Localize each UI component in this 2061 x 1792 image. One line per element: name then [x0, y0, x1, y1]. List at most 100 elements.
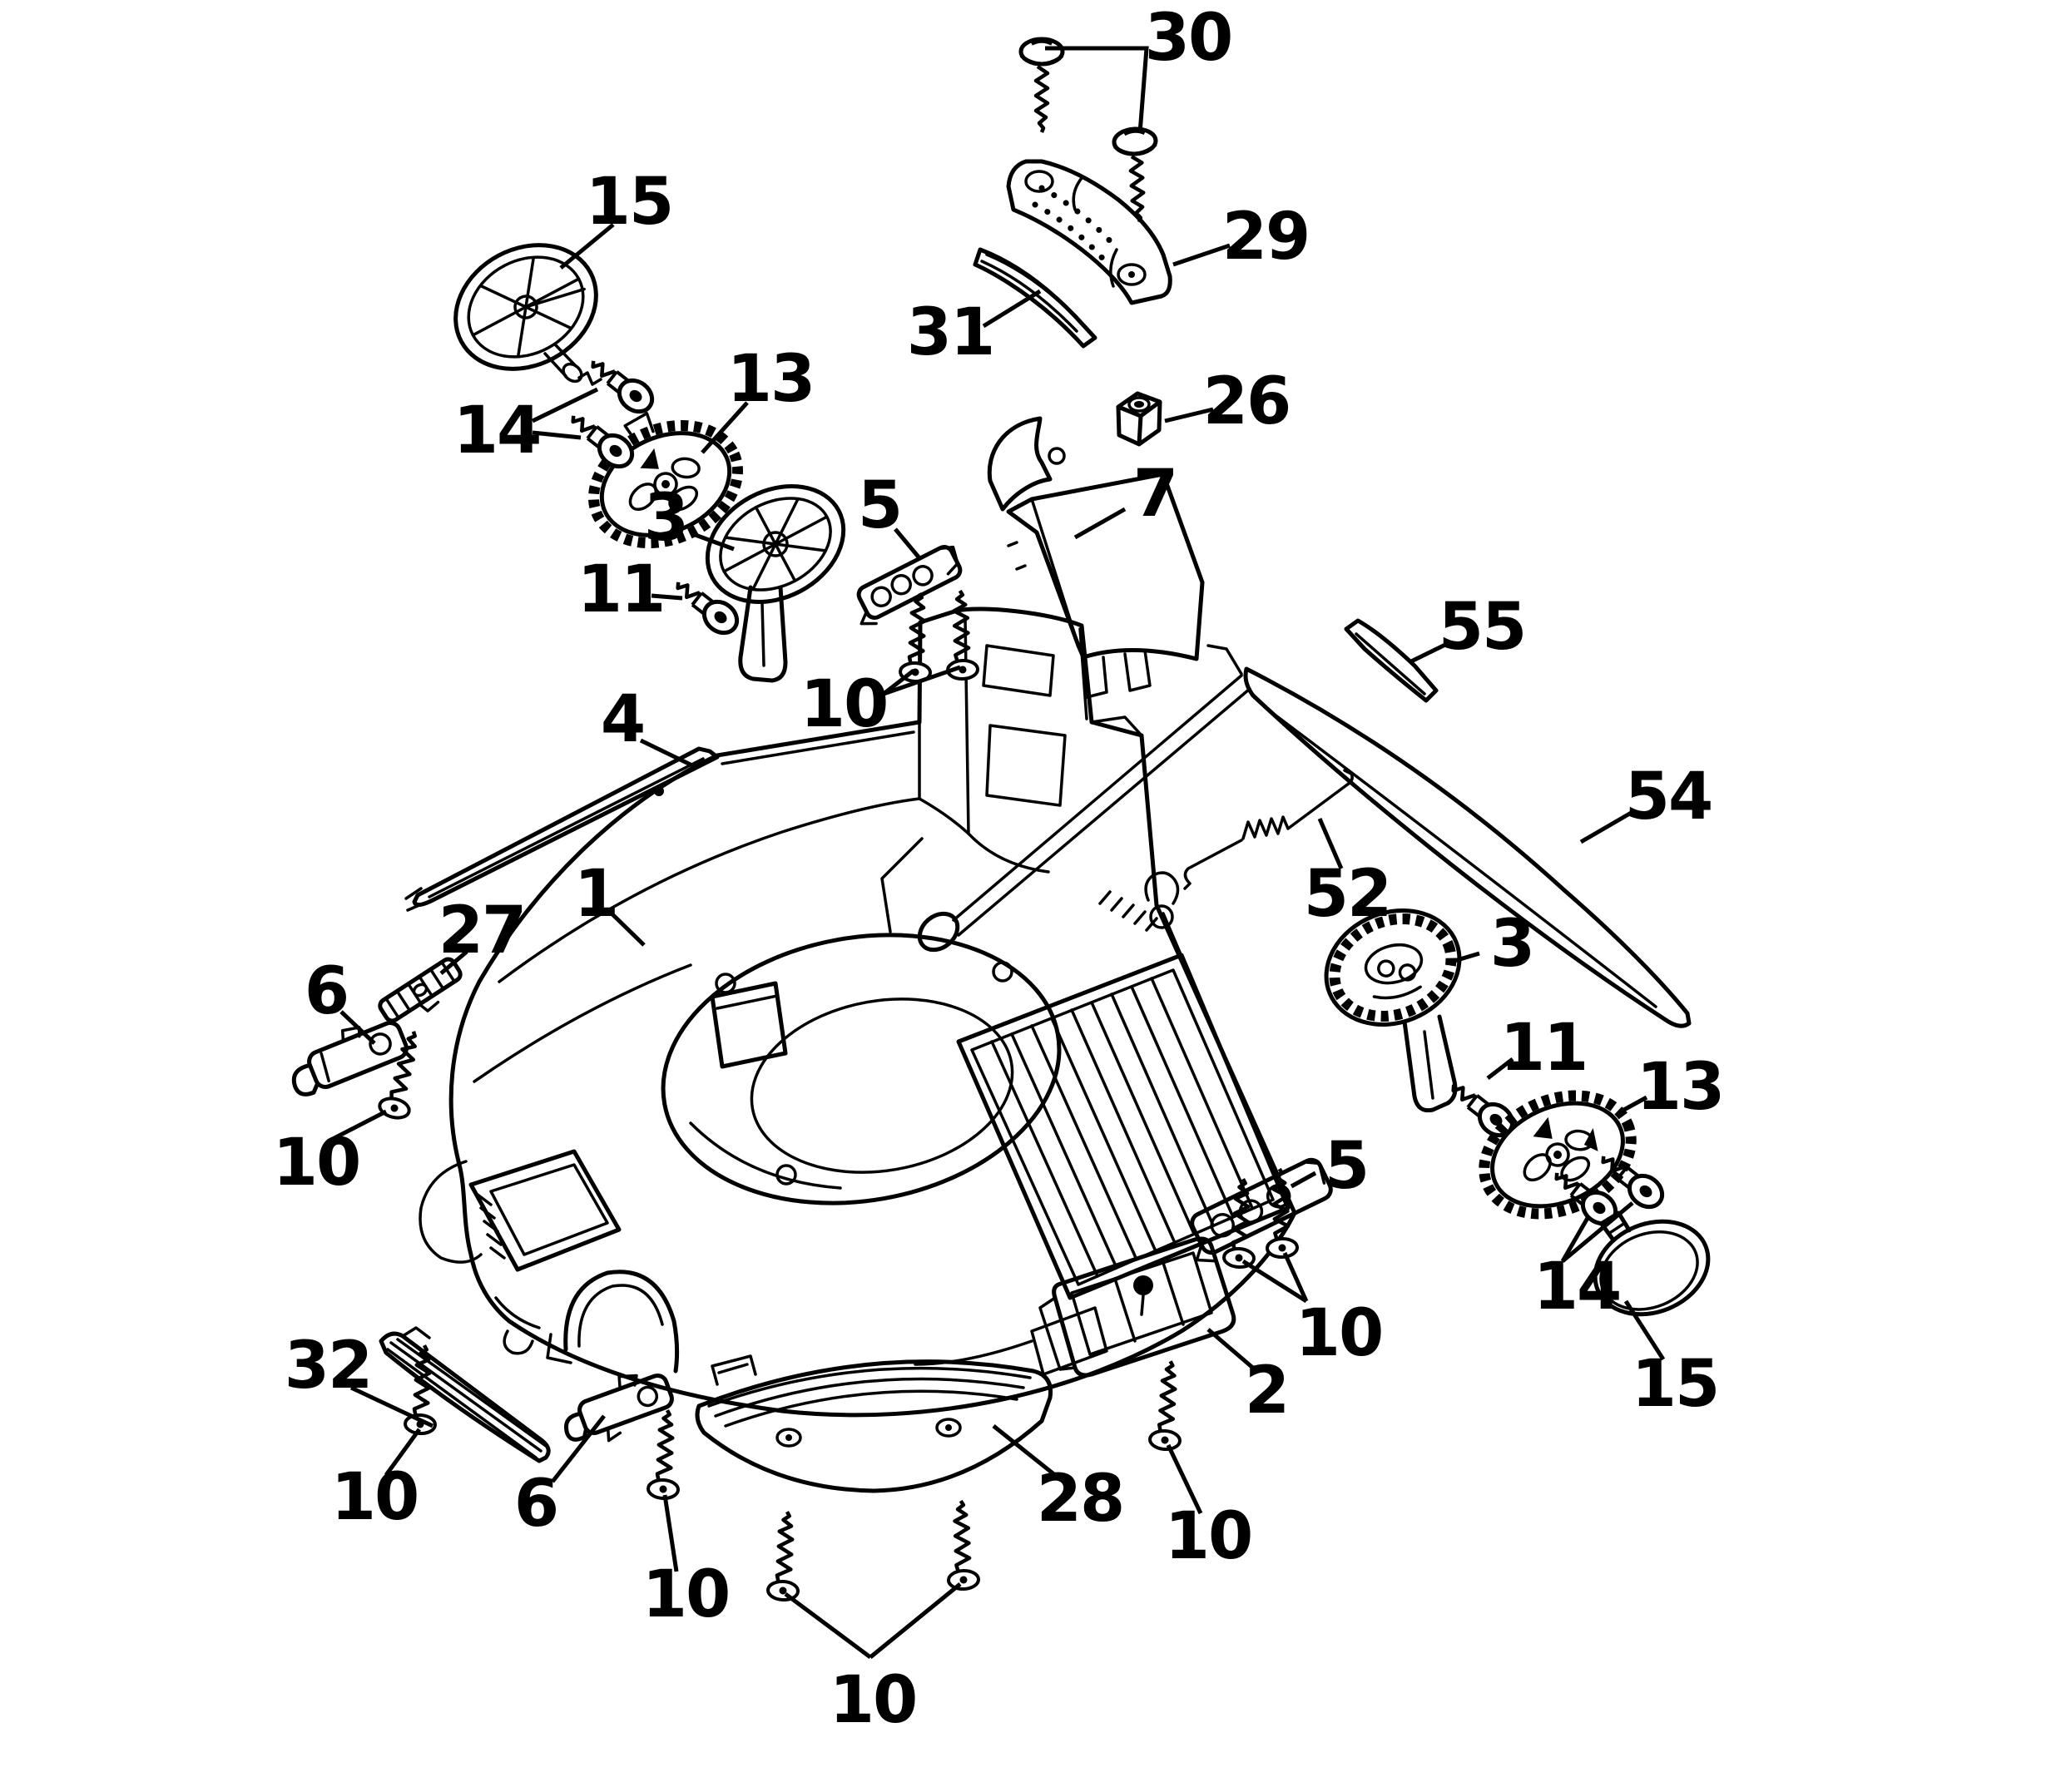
leader-line-6-19-0: [339, 1010, 376, 1045]
leader-line-10-29-0: [384, 1428, 422, 1477]
callout-label-31-3: 31: [907, 295, 994, 370]
callout-label-7-9: 7: [1133, 457, 1177, 532]
leader-line-6-30-0: [551, 1414, 606, 1483]
leader-line-14-5-0: [531, 387, 599, 423]
leader-line-7-9-0: [1073, 507, 1127, 540]
leader-line-26-6-0: [1164, 407, 1214, 423]
callout-label-3-17: 3: [1490, 907, 1533, 982]
leader-line-4-12-0: [639, 738, 697, 770]
leader-line-15-28-0: [1623, 1299, 1666, 1361]
leader-line-11-10-0: [651, 593, 683, 601]
callout-label-15-1: 15: [586, 165, 673, 240]
callout-label-10-25: 10: [1296, 1296, 1383, 1371]
callout-label-5-22: 5: [1325, 1129, 1368, 1204]
callout-label-14-24: 14: [1533, 1250, 1621, 1324]
callout-label-52-15: 52: [1304, 857, 1391, 932]
callout-label-27-18: 27: [438, 894, 526, 968]
leader-line-10-13-1: [883, 665, 961, 696]
leader-line-15-1-0: [559, 223, 615, 270]
leader-line-29-2-0: [1172, 243, 1231, 267]
screw-30-b: [1113, 128, 1160, 223]
callout-label-10-13: 10: [800, 667, 888, 742]
part-32-strip: [379, 1326, 551, 1463]
leader-line-10-33-0: [784, 1592, 872, 1660]
callout-label-29-2: 29: [1222, 200, 1310, 275]
screw-10-e: [647, 1409, 681, 1499]
screw-30-a: [1021, 39, 1063, 132]
leader-line-14-24-1: [1561, 1201, 1634, 1263]
callout-label-6-19: 6: [305, 954, 348, 1029]
callout-label-4-12: 4: [601, 682, 644, 757]
part-28-guard: [695, 1354, 1053, 1493]
callout-label-15-28: 15: [1632, 1347, 1719, 1422]
callout-label-13-21: 13: [1637, 1050, 1724, 1125]
leader-line-31-3-0: [982, 289, 1042, 329]
leader-line-10-34-0: [1166, 1443, 1203, 1515]
callout-label-55-11: 55: [1439, 590, 1526, 665]
part-6-latch-left: [291, 1020, 409, 1096]
leader-line-28-31-0: [992, 1424, 1061, 1480]
leader-line-5-22-0: [1290, 1171, 1317, 1189]
leader-line-10-25-1: [1282, 1251, 1309, 1303]
leader-line-14-5-1: [532, 430, 582, 440]
screw-10-f: [767, 1511, 801, 1601]
screw-10-b: [945, 590, 978, 679]
leader-line-30-0-0: [1045, 46, 1149, 134]
callout-label-2-27: 2: [1245, 1354, 1288, 1428]
leader-line-3-17-0: [1445, 951, 1480, 966]
leader-line-11-20-0: [1486, 1057, 1514, 1080]
part-27-clip: [378, 957, 463, 1023]
part-5-bracket-left: [856, 544, 963, 626]
callout-label-30-0: 30: [1145, 1, 1232, 76]
part-6-latch-bottom: [564, 1373, 674, 1443]
leader-line-13-21-0: [1619, 1095, 1648, 1114]
callout-label-13-4: 13: [727, 342, 815, 417]
leader-line-1-16-0: [609, 911, 646, 947]
screw-10-h: [1149, 1360, 1185, 1450]
part-15-cap-right: [1593, 1210, 1711, 1317]
leader-line-55-11-0: [1408, 640, 1452, 665]
part-4-trim-strip: [404, 746, 720, 912]
part-29-handle: [1006, 159, 1172, 305]
callout-label-14-5: 14: [453, 394, 541, 468]
part-2-plate: [1038, 1236, 1236, 1378]
callout-label-28-31: 28: [1037, 1462, 1124, 1537]
part-31-strip: [973, 247, 1097, 349]
callout-label-6-30: 6: [514, 1467, 557, 1542]
part-52-spring: [1183, 769, 1354, 890]
callout-label-11-20: 11: [1500, 1011, 1588, 1086]
leader-line-10-32-0: [662, 1494, 679, 1572]
part-26-nut: [1116, 391, 1162, 447]
callout-label-3-7: 3: [644, 481, 687, 556]
screw-10-g: [946, 1500, 979, 1589]
leader-line-5-8-0: [894, 527, 922, 561]
callout-label-10-34: 10: [1165, 1499, 1252, 1574]
leader-line-10-23-0: [326, 1109, 388, 1144]
leader-line-10-25-0: [1241, 1259, 1308, 1304]
leader-line-27-18-0: [439, 950, 468, 975]
callout-label-5-8: 5: [858, 468, 901, 543]
callout-label-26-6: 26: [1203, 364, 1291, 439]
screw-10-a: [899, 592, 934, 682]
callout-label-1-16: 1: [574, 857, 617, 932]
leader-line-52-15-0: [1317, 818, 1344, 869]
callout-label-10-33: 10: [830, 1663, 917, 1738]
part-1-deck-housing: [419, 606, 1297, 1418]
callout-label-11-10: 11: [577, 552, 665, 627]
leader-line-32-26-0: [349, 1385, 434, 1428]
part-54-deflector: [917, 644, 1692, 1028]
leader-line-14-24-0: [1560, 1216, 1590, 1263]
callout-label-54-14: 54: [1625, 760, 1712, 834]
part-3-adjuster-left: [705, 484, 846, 683]
part-7-rear-door: [987, 416, 1205, 699]
leader-line-10-33-1: [869, 1582, 962, 1659]
callout-label-10-23: 10: [273, 1126, 360, 1200]
callout-label-32-26: 32: [285, 1329, 372, 1403]
callout-label-10-29: 10: [331, 1460, 419, 1535]
leader-line-3-7-0: [692, 532, 735, 552]
part-55-insert: [1344, 618, 1439, 703]
part-15-wheel-left: [453, 243, 602, 386]
